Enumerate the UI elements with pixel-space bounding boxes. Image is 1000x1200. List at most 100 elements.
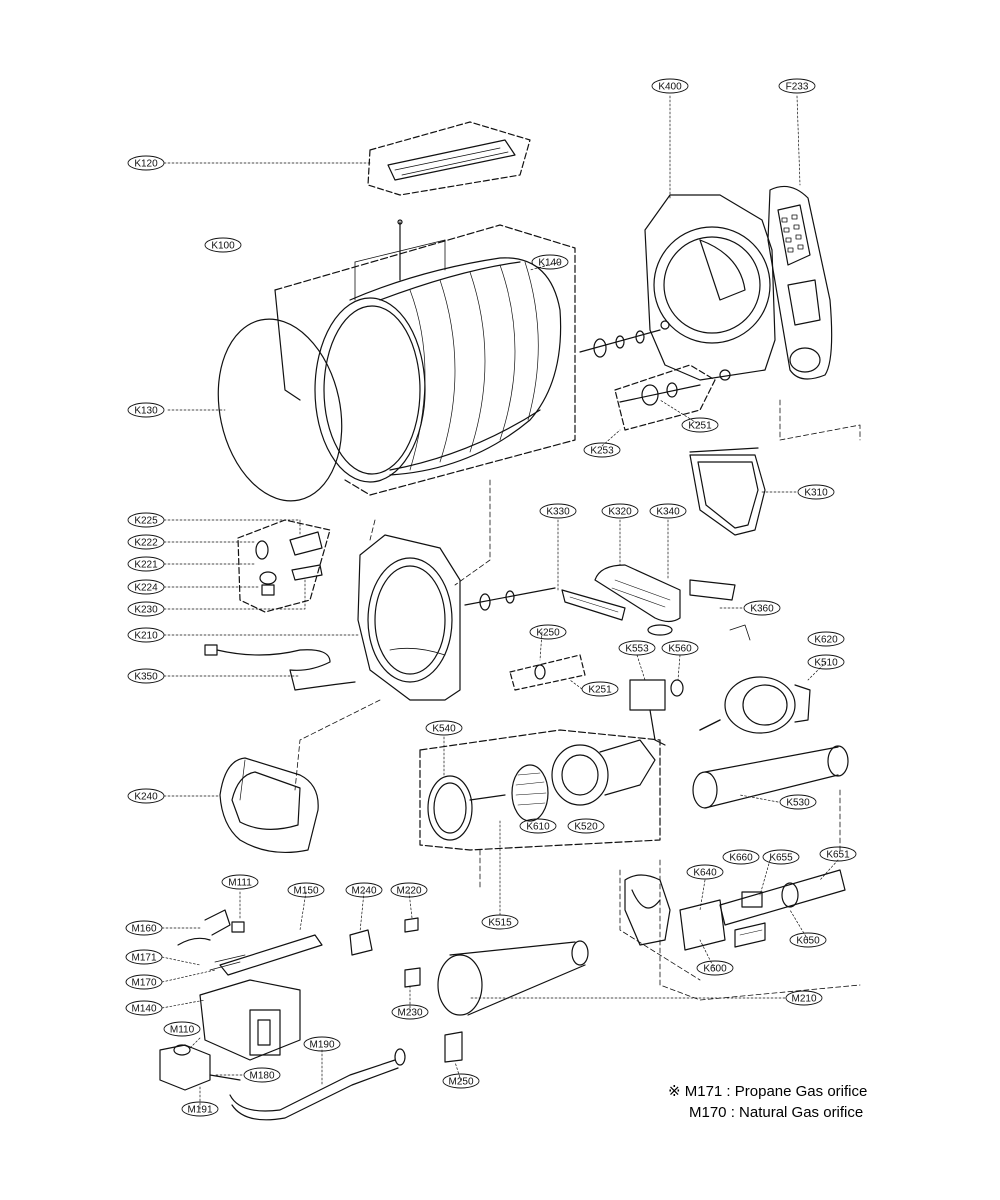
label-k640: K640 xyxy=(686,864,724,880)
label-k320: K320 xyxy=(601,503,639,519)
label-m250-text: M250 xyxy=(448,1077,473,1088)
label-m190-text: M190 xyxy=(309,1040,334,1051)
label-k360: K360 xyxy=(743,600,781,616)
label-m240: M240 xyxy=(345,882,383,898)
part-k100-drawing xyxy=(274,219,576,496)
part-k400-drawing xyxy=(644,194,776,381)
label-k225: K225 xyxy=(127,512,165,528)
label-k560: K560 xyxy=(661,640,699,656)
label-m220-text: M220 xyxy=(396,886,421,897)
label-k640-text: K640 xyxy=(693,868,717,879)
label-m180: M180 xyxy=(243,1067,281,1083)
label-m220: M220 xyxy=(390,882,428,898)
label-m170: M170 xyxy=(125,974,163,990)
label-k210-text: K210 xyxy=(134,631,158,642)
label-k620: K620 xyxy=(807,631,845,647)
part-k240-drawing xyxy=(219,757,319,854)
label-k530: K530 xyxy=(779,794,817,810)
part-k310-drawing xyxy=(689,447,766,536)
label-m150-text: M150 xyxy=(293,886,318,897)
label-k655: K655 xyxy=(762,849,800,865)
part-brackets-drawing xyxy=(349,917,463,1063)
part-k350-drawing xyxy=(204,644,356,691)
label-k515-text: K515 xyxy=(488,918,512,929)
label-f233-text: F233 xyxy=(786,82,809,93)
label-k251-lower-text: K251 xyxy=(588,685,612,696)
label-k520: K520 xyxy=(567,818,605,834)
label-k250: K250 xyxy=(529,624,567,640)
part-blower-group-drawing xyxy=(419,729,661,851)
label-m150: M150 xyxy=(287,882,325,898)
part-labels: K120 K100 K140 K130 K400 F233 K251 K253 … xyxy=(125,78,857,1117)
label-m240-text: M240 xyxy=(351,886,376,897)
label-m180-text: M180 xyxy=(249,1071,274,1082)
label-k140-text: K140 xyxy=(538,258,562,269)
label-k253-text: K253 xyxy=(590,446,614,457)
label-k240-text: K240 xyxy=(134,792,158,803)
label-m111-text: M111 xyxy=(228,878,252,889)
part-k251-bearing-drawing xyxy=(614,364,716,431)
label-m110: M110 xyxy=(163,1021,201,1037)
label-k620-text: K620 xyxy=(814,635,838,646)
label-k130: K130 xyxy=(127,402,165,418)
part-f233-drawing xyxy=(767,185,833,380)
label-k600-text: K600 xyxy=(703,964,727,975)
label-k350: K350 xyxy=(127,668,165,684)
label-k330: K330 xyxy=(539,503,577,519)
label-k610-text: K610 xyxy=(526,822,550,833)
label-m250: M250 xyxy=(442,1073,480,1089)
part-k130-drawing xyxy=(217,318,343,502)
part-k250-shaft-drawing xyxy=(464,587,586,691)
label-k340: K340 xyxy=(649,503,687,519)
label-m171-text: M171 xyxy=(131,953,156,964)
label-k221: K221 xyxy=(127,556,165,572)
label-k225-text: K225 xyxy=(134,516,158,527)
label-k140: K140 xyxy=(531,254,569,270)
label-k360-text: K360 xyxy=(750,604,774,615)
leader-lines xyxy=(161,95,839,1110)
part-k210-drawing xyxy=(357,534,461,701)
label-k230-text: K230 xyxy=(134,605,158,616)
part-m210-burner-drawing xyxy=(437,940,589,1016)
part-k553-k560-drawing xyxy=(629,679,684,746)
label-k651: K651 xyxy=(819,846,857,862)
label-k310-text: K310 xyxy=(804,488,828,499)
label-k600: K600 xyxy=(696,960,734,976)
label-k251-upper: K251 xyxy=(681,417,719,433)
label-m110-text: M110 xyxy=(170,1025,195,1036)
label-k651-text: K651 xyxy=(826,850,850,861)
label-k655-text: K655 xyxy=(769,853,793,864)
label-m210: M210 xyxy=(785,990,823,1006)
label-k320-text: K320 xyxy=(608,507,632,518)
label-k130-text: K130 xyxy=(134,406,158,417)
label-k400: K400 xyxy=(651,78,689,94)
label-k100: K100 xyxy=(204,237,242,253)
label-k515: K515 xyxy=(481,914,519,930)
label-k330-text: K330 xyxy=(546,507,570,518)
label-k224-text: K224 xyxy=(134,583,158,594)
label-k221-text: K221 xyxy=(134,560,158,571)
label-k251-upper-text: K251 xyxy=(688,421,712,432)
label-k340-text: K340 xyxy=(656,507,680,518)
part-k225-group-drawing xyxy=(237,519,331,613)
label-k222: K222 xyxy=(127,534,165,550)
label-m191-text: M191 xyxy=(187,1105,212,1116)
label-k520-text: K520 xyxy=(574,822,598,833)
label-m210-text: M210 xyxy=(791,994,816,1005)
label-m171: M171 xyxy=(125,949,163,965)
label-k120: K120 xyxy=(127,155,165,171)
label-m140-text: M140 xyxy=(131,1004,156,1015)
label-k560-text: K560 xyxy=(668,644,692,655)
label-k224: K224 xyxy=(127,579,165,595)
label-k510: K510 xyxy=(807,654,845,670)
label-k253: K253 xyxy=(583,442,621,458)
label-k100-text: K100 xyxy=(211,241,235,252)
label-k540-text: K540 xyxy=(432,724,456,735)
connector-line xyxy=(779,399,861,441)
label-k350-text: K350 xyxy=(134,672,158,683)
label-m230: M230 xyxy=(391,1004,429,1020)
label-m191: M191 xyxy=(181,1101,219,1117)
label-k400-text: K400 xyxy=(658,82,682,93)
